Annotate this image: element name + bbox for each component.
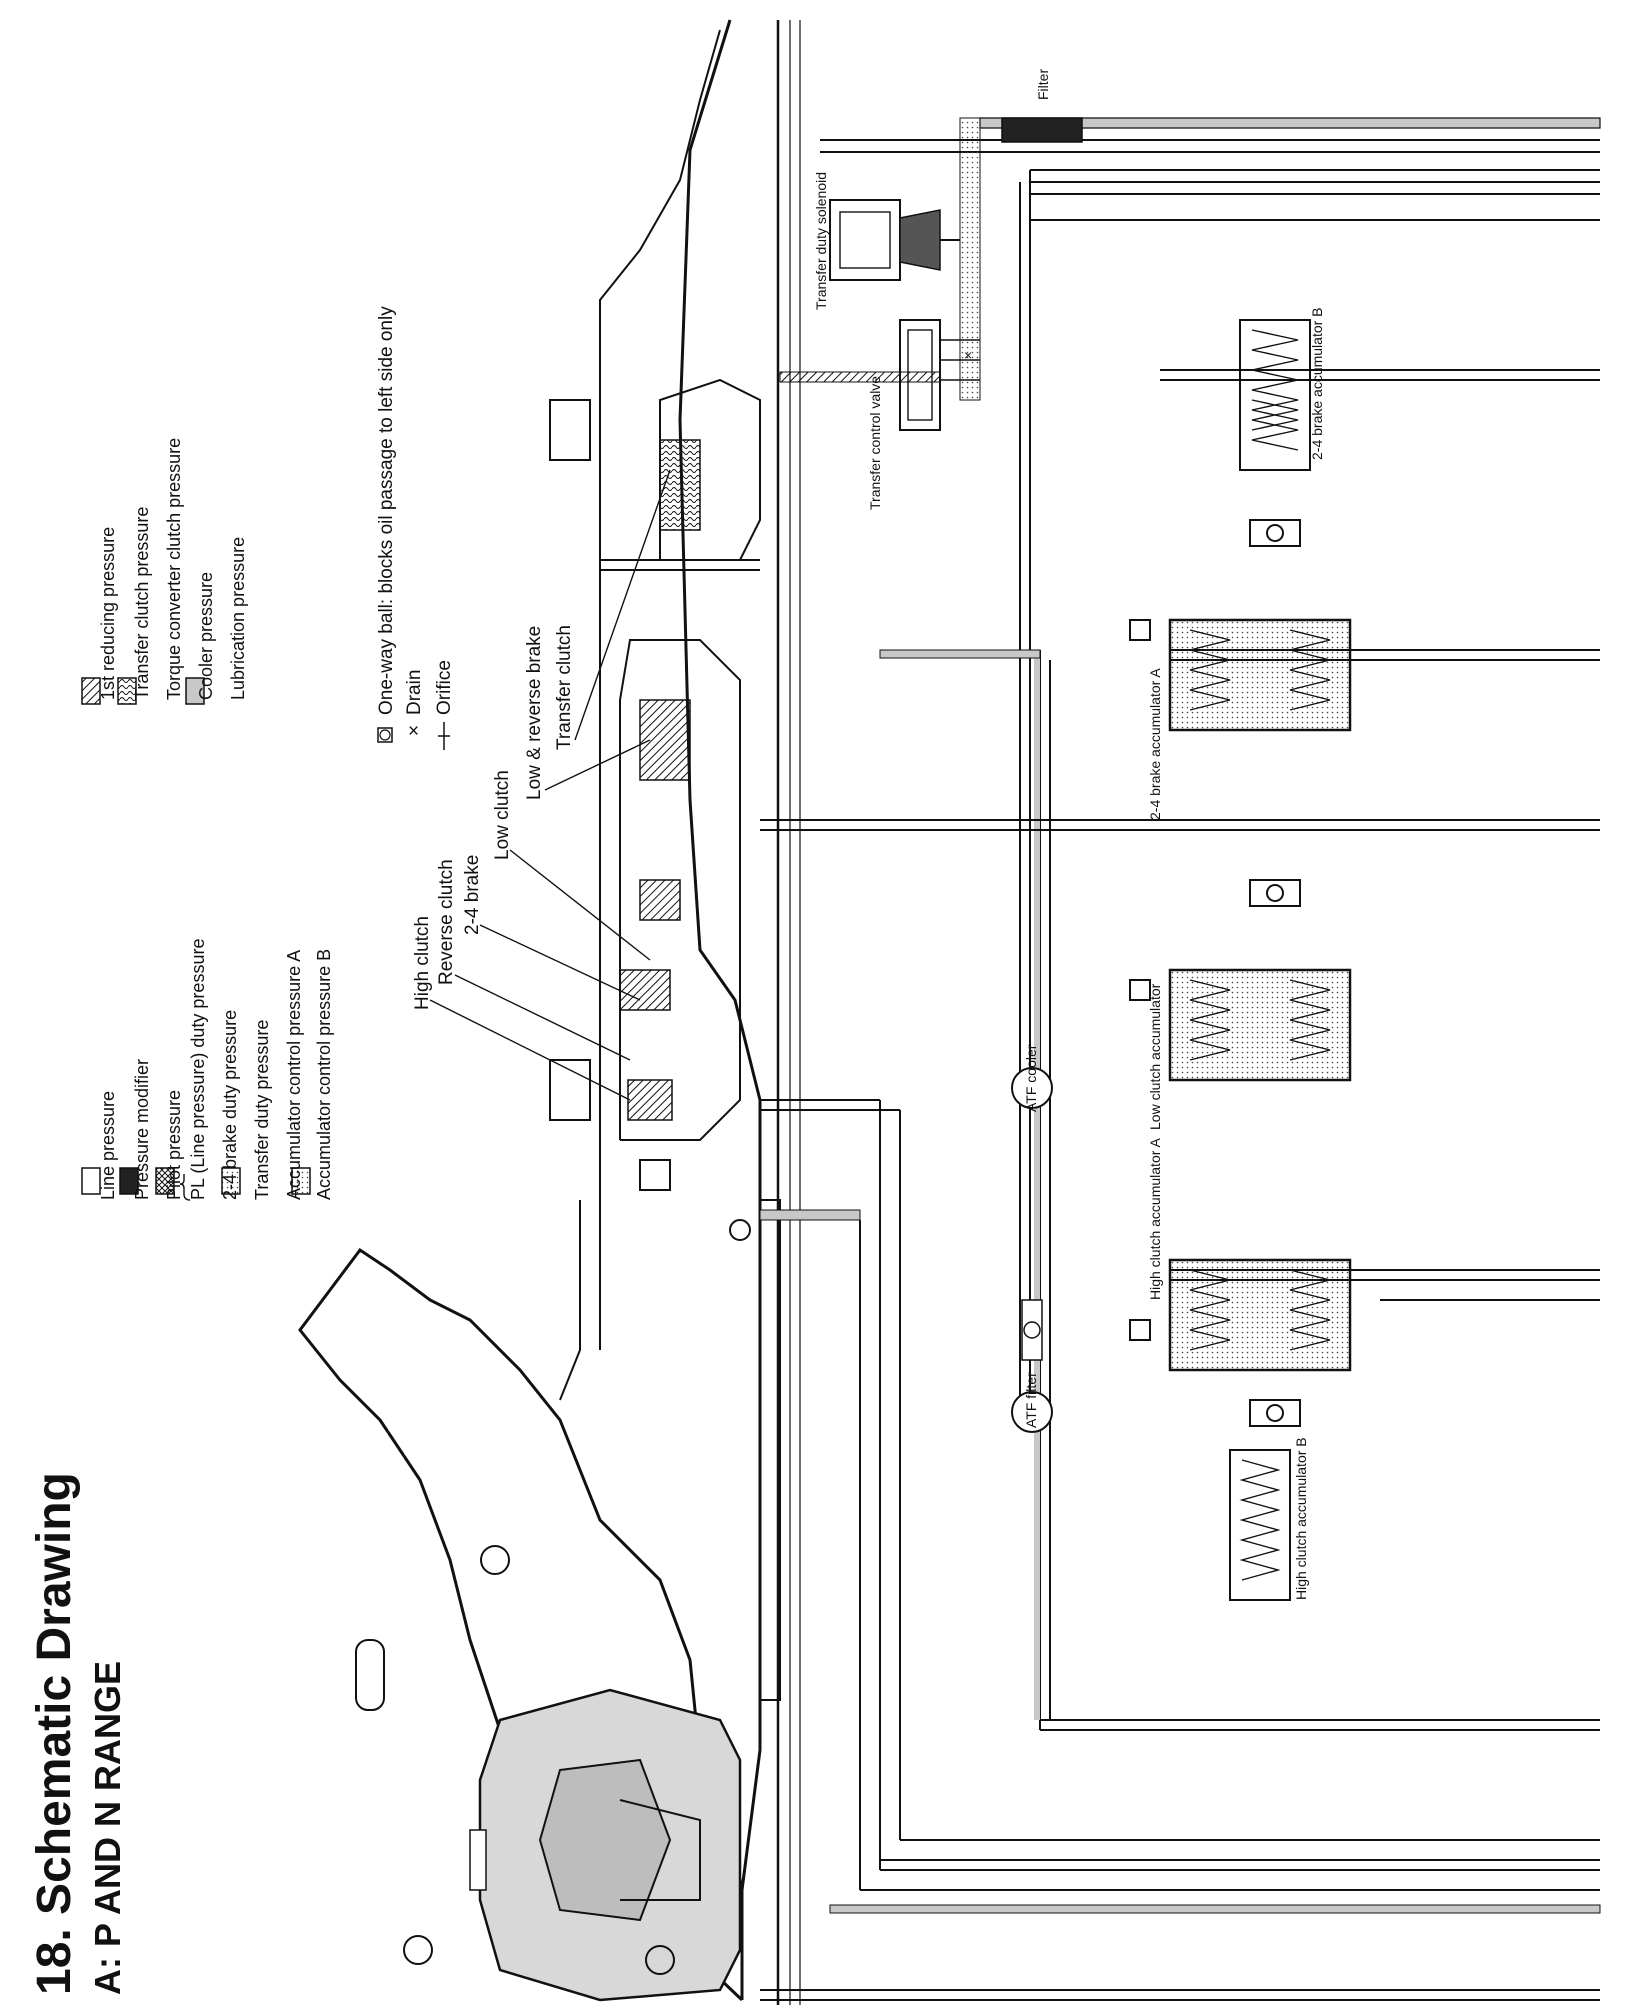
- swatch-accumulator-control: [291, 1167, 311, 1195]
- legend-pilot-pressure: Pilot pressure: [164, 1090, 184, 1200]
- swatch-pressure-modifier: [119, 1167, 139, 1195]
- atf-filter: ATF filter: [1011, 1372, 1053, 1433]
- accumulator-24-brake-a: 2-4 brake accumulator A: [1129, 618, 1352, 820]
- legend-pl-duty: PL (Line pressure) duty pressure: [188, 939, 208, 1200]
- brace-duty: [179, 1174, 191, 1201]
- legend-pressure-modifier: Pressure modifier: [132, 1059, 152, 1200]
- label-transfer-control-valve: Transfer control valve: [867, 376, 883, 510]
- oil-passages: [600, 117, 1601, 2001]
- legend-drain: Drain: [404, 670, 425, 715]
- label-high-clutch-accumulator-a: High clutch accumulator A: [1147, 1137, 1163, 1300]
- label-24-brake: 2-4 brake: [462, 855, 483, 935]
- legend-1st-reducing: 1st reducing pressure: [98, 527, 118, 700]
- label-high-clutch: High clutch: [412, 916, 433, 1010]
- transfer-duty-solenoid: Transfer duty solenoid: [813, 172, 960, 310]
- legend-acc-control-a: Accumulator control pressure A: [284, 950, 304, 1200]
- transfer-control-valve: × Transfer control valve: [867, 319, 980, 510]
- legend-transfer-duty: Transfer duty pressure: [252, 1020, 272, 1200]
- swatch-transfer-clutch: [117, 677, 137, 705]
- label-low-clutch-accumulator: Low clutch accumulator: [1147, 983, 1163, 1130]
- label-low-clutch: Low clutch: [492, 770, 513, 860]
- legend-lubrication: Lubrication pressure: [228, 537, 248, 700]
- legend-orifice: Orifice: [434, 660, 455, 715]
- label-24-brake-accumulator-a: 2-4 brake accumulator A: [1147, 668, 1163, 820]
- label-24-brake-accumulator-b: 2-4 brake accumulator B: [1309, 307, 1325, 460]
- swatch-duty-pressures: [221, 1167, 241, 1195]
- swatch-cooler-group: [185, 677, 205, 705]
- label-atf-filter: ATF filter: [1023, 1372, 1039, 1428]
- legend-line-pressure: Line pressure: [98, 1091, 118, 1200]
- page-title: 18. Schematic Drawing: [28, 1472, 81, 1995]
- drain-icon: ×: [408, 721, 419, 742]
- accumulator-high-clutch-a: High clutch accumulator A: [1129, 1137, 1352, 1372]
- torque-converter: [469, 1688, 742, 2002]
- accumulator-low-clutch: Low clutch accumulator: [1129, 879, 1352, 1130]
- swatch-pilot-pressure: [155, 1167, 175, 1195]
- clutch-labels: High clutch Reverse clutch 2-4 brake Low…: [412, 469, 671, 1101]
- label-transfer-clutch: Transfer clutch: [554, 625, 575, 750]
- title-block: 18. Schematic Drawing A: P AND N RANGE: [28, 1472, 128, 1995]
- legend-right: 1st reducing pressure Transfer clutch pr…: [81, 438, 248, 705]
- label-atf-cooler: ATF cooler: [1023, 1044, 1039, 1112]
- accumulator-high-clutch-b: High clutch accumulator B: [1229, 1399, 1309, 1601]
- label-filter: Filter: [1035, 69, 1051, 100]
- swatch-1st-reducing: [81, 677, 101, 705]
- legend-acc-control-b: Accumulator control pressure B: [314, 949, 334, 1200]
- page-subtitle: A: P AND N RANGE: [87, 1661, 128, 1995]
- legend-24-brake-duty: 2-4 brake duty pressure: [220, 1010, 240, 1200]
- atf-cooler: ATF cooler: [1011, 1044, 1053, 1112]
- label-reverse-clutch: Reverse clutch: [436, 859, 457, 985]
- legend-transfer-clutch-pressure: Transfer clutch pressure: [132, 507, 152, 700]
- clutch-packs: [549, 378, 761, 1241]
- label-high-clutch-accumulator-b: High clutch accumulator B: [1293, 1437, 1309, 1600]
- orifice-icon: [438, 722, 450, 750]
- legend-cooler: Cooler pressure: [196, 572, 216, 700]
- one-way-ball-icon: [377, 727, 393, 743]
- accumulator-24-brake-b: 2-4 brake accumulator B: [1239, 307, 1325, 547]
- legend-torque-converter: Torque converter clutch pressure: [164, 438, 184, 700]
- one-way-ball-valve: [1021, 1299, 1043, 1361]
- legend-left: Line pressure Pressure modifier Pilot pr…: [81, 939, 334, 1201]
- legend-one-way-ball: One-way ball: blocks oil passage to left…: [376, 306, 397, 715]
- label-transfer-duty-solenoid: Transfer duty solenoid: [813, 172, 829, 310]
- filter-component: Filter: [1001, 69, 1083, 143]
- legend-symbols: One-way ball: blocks oil passage to left…: [376, 306, 455, 750]
- label-low-reverse-brake: Low & reverse brake: [524, 626, 545, 800]
- swatch-line-pressure: [81, 1167, 101, 1195]
- drain-icon-valve: ×: [964, 347, 972, 363]
